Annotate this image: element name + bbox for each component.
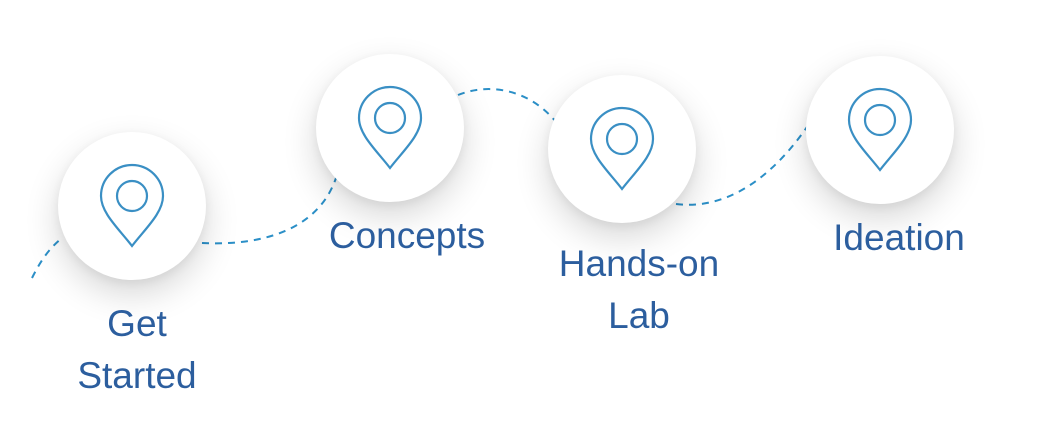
step-ideation-label: Ideation (804, 212, 994, 264)
step-hands-on-lab-label: Hands-on Lab (539, 238, 739, 342)
dashed-connector (201, 177, 337, 245)
location-pin-icon (357, 85, 423, 170)
step-get-started-label: Get Started (62, 298, 212, 402)
step-label-line: Lab (608, 295, 670, 336)
step-concepts-circle (316, 54, 464, 202)
location-pin-icon (589, 106, 655, 191)
step-hands-on-lab-circle (548, 75, 696, 223)
dashed-connector (675, 126, 808, 206)
step-label-line: Ideation (833, 217, 965, 258)
dashed-connector (31, 237, 63, 279)
step-label-line: Concepts (328, 215, 486, 256)
location-pin-icon (99, 163, 165, 248)
step-label-line: Hands-on (558, 243, 720, 284)
step-label-line: Started (77, 355, 197, 396)
dashed-connector (457, 88, 557, 123)
step-get-started-circle (58, 132, 206, 280)
step-concepts-label: Concepts (312, 210, 502, 262)
step-ideation-circle (806, 56, 954, 204)
location-pin-icon (847, 87, 913, 172)
step-label-line: Get (107, 303, 167, 344)
